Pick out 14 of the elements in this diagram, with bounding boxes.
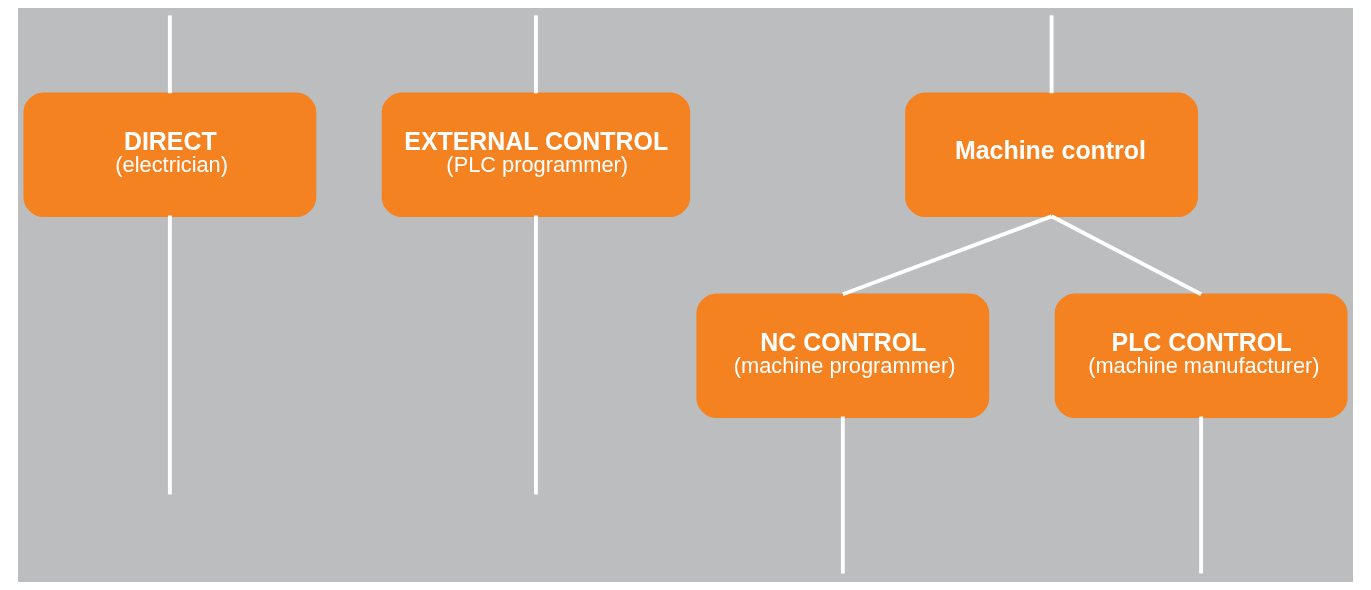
connector: [1049, 15, 1054, 94]
connector: [842, 214, 1053, 297]
node-box: DIRECT (electrician): [23, 92, 317, 218]
connector: [1199, 416, 1204, 574]
node-box: PLC CONTROL (machine manufacturer): [1054, 293, 1348, 419]
connector: [167, 215, 172, 495]
connector: [840, 416, 845, 574]
connector: [167, 15, 172, 94]
connector: [534, 15, 538, 94]
node-box: Machine control: [905, 92, 1198, 218]
connector: [1050, 214, 1202, 296]
node-box: NC CONTROL (machine programmer): [696, 293, 990, 419]
node-box: EXTERNAL CONTROL (PLC programmer): [381, 92, 691, 218]
connector: [534, 215, 538, 495]
